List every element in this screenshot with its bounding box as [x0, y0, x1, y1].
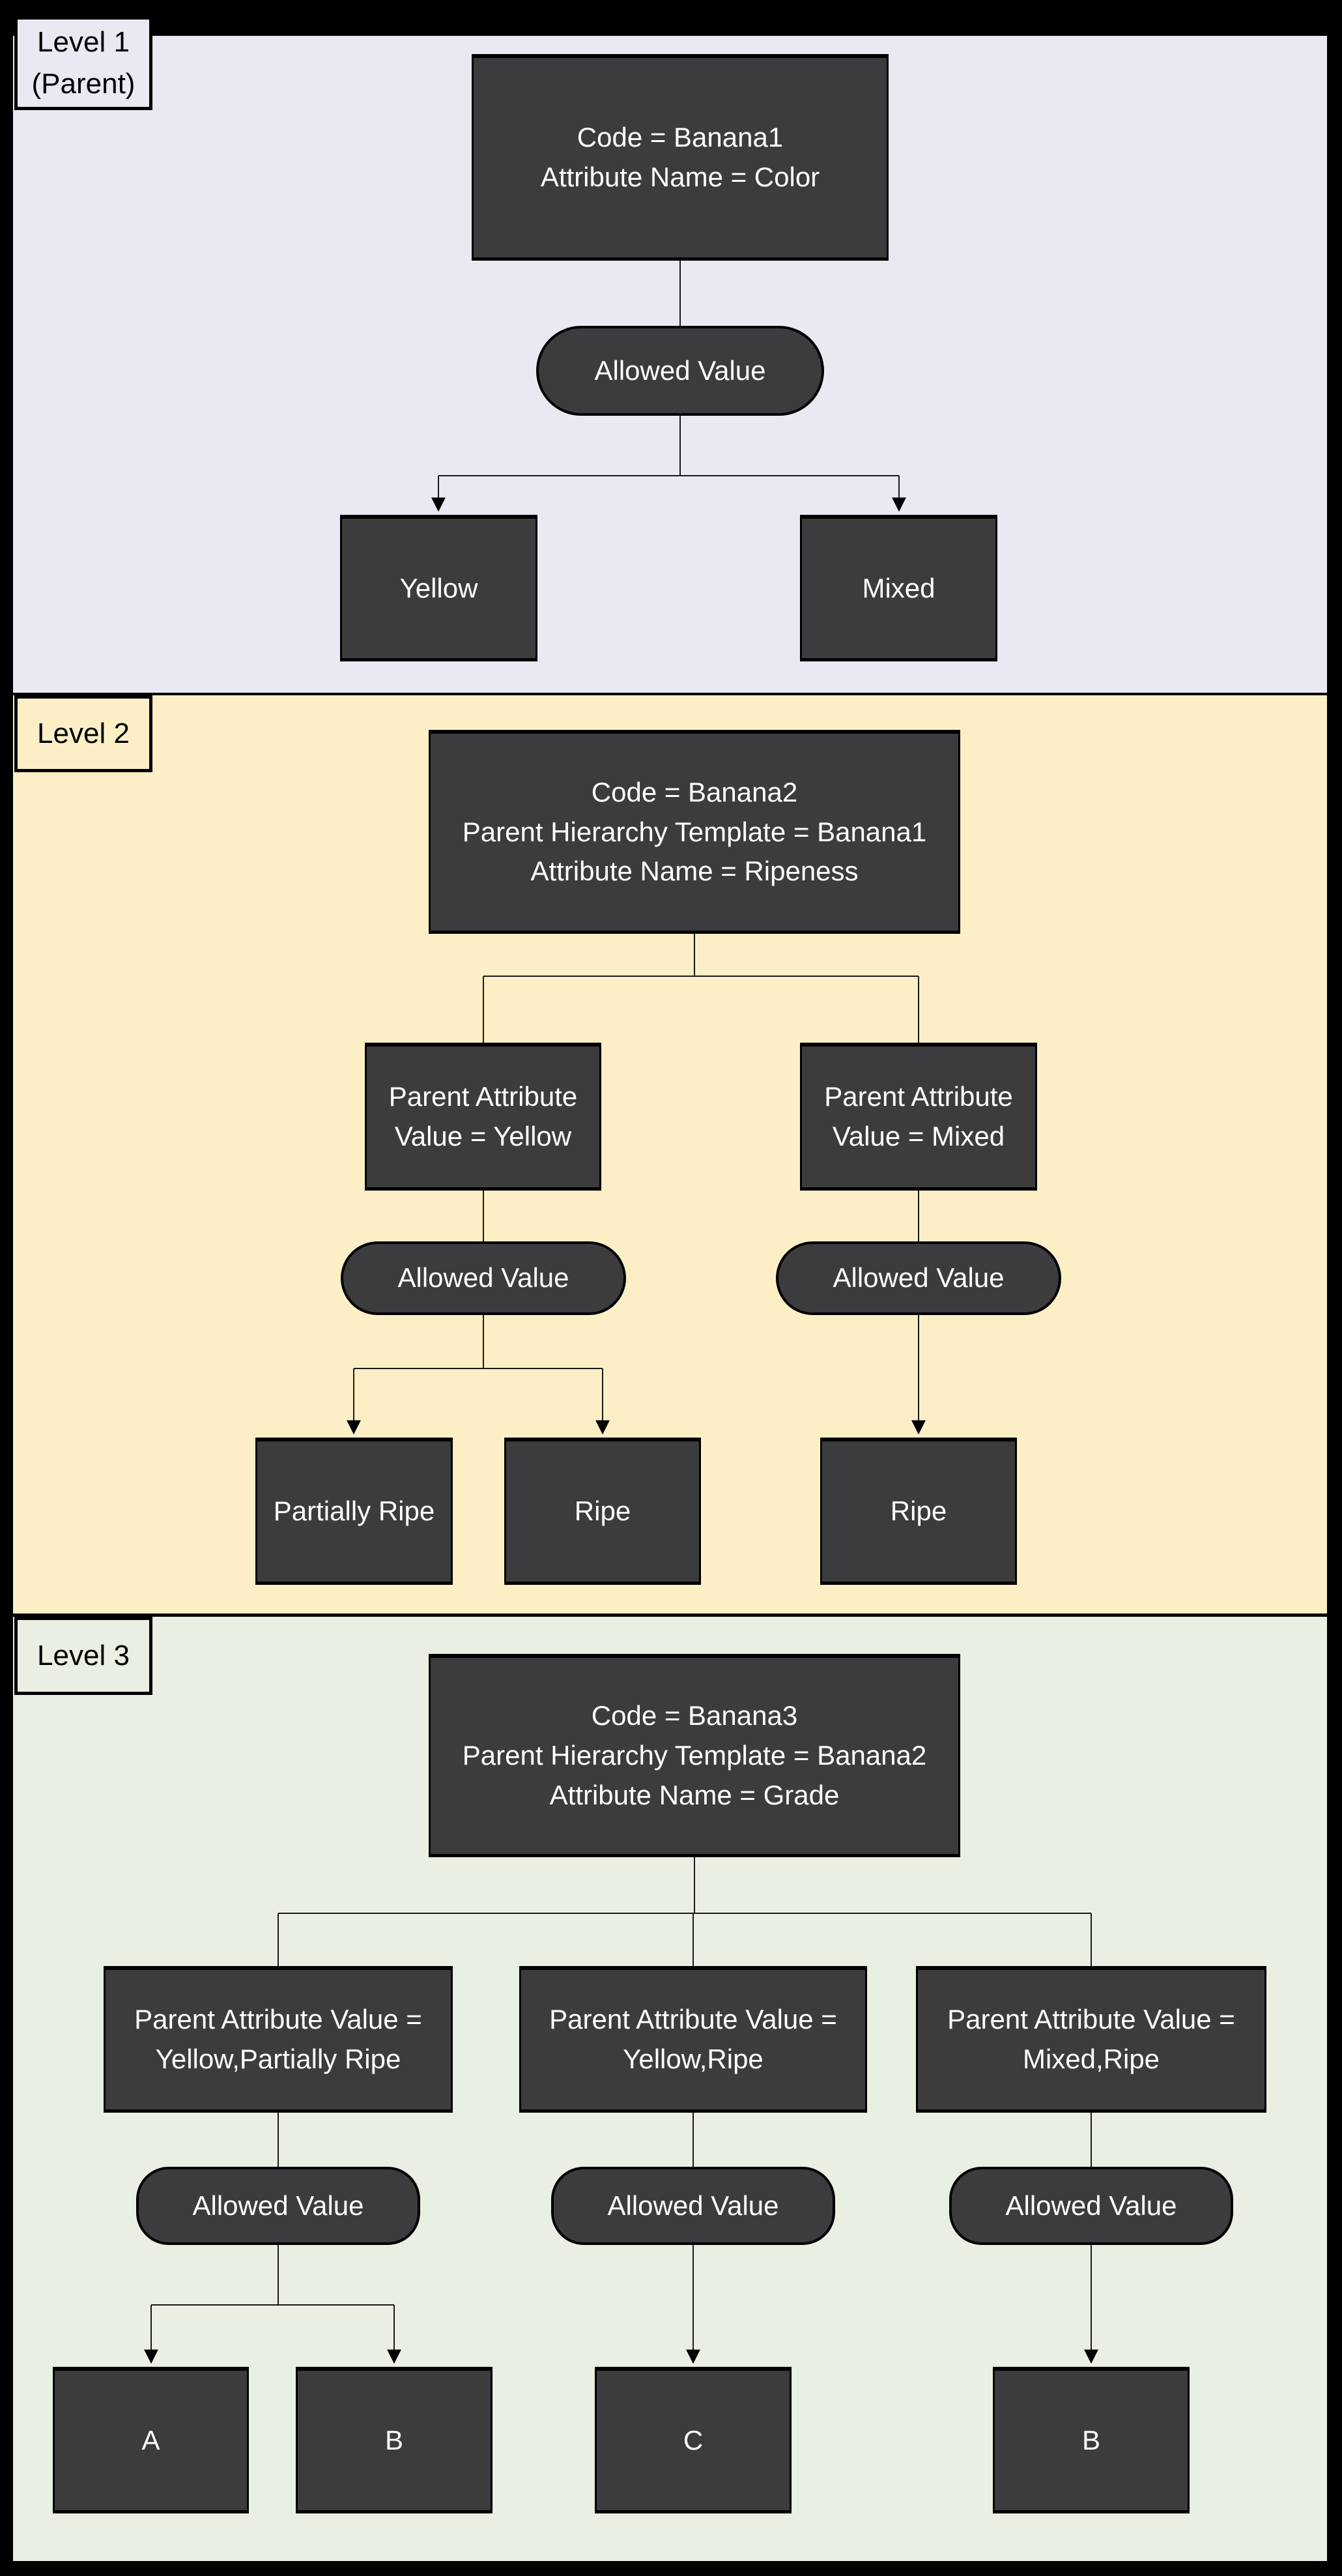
allowed-value-pill-l3-3: Allowed Value — [949, 2167, 1233, 2245]
node-l3-parent-yellow-ripe: Parent Attribute Value = Yellow,Ripe — [519, 1966, 867, 2113]
node-banana3: Code = Banana3 Parent Hierarchy Template… — [429, 1654, 960, 1857]
node-l2-leaf-ripe-mixed: Ripe — [820, 1438, 1017, 1585]
level-3-label: Level 3 — [14, 1617, 152, 1695]
node-l3-parent-yellow-partially-ripe: Parent Attribute Value = Yellow,Partiall… — [104, 1966, 453, 2113]
node-l3-parent-mixed-ripe: Parent Attribute Value = Mixed,Ripe — [916, 1966, 1266, 2113]
allowed-value-pill-l1: Allowed Value — [536, 326, 824, 416]
allowed-value-pill-l2-mixed: Allowed Value — [776, 1241, 1061, 1315]
node-l3-leaf-b1: B — [296, 2367, 493, 2513]
level-2-label: Level 2 — [14, 695, 152, 772]
allowed-value-pill-l2-yellow: Allowed Value — [341, 1241, 626, 1315]
node-l2-leaf-partially-ripe: Partially Ripe — [255, 1438, 453, 1585]
allowed-value-pill-l3-1: Allowed Value — [136, 2167, 420, 2245]
node-l1-leaf-yellow: Yellow — [340, 515, 537, 661]
node-l2-leaf-ripe-yellow: Ripe — [504, 1438, 701, 1585]
node-l3-leaf-a: A — [53, 2367, 249, 2513]
node-l1-leaf-mixed: Mixed — [800, 515, 997, 661]
allowed-value-pill-l3-2: Allowed Value — [551, 2167, 835, 2245]
level-1-label: Level 1 (Parent) — [14, 16, 152, 110]
node-l3-leaf-c: C — [595, 2367, 792, 2513]
node-banana2: Code = Banana2 Parent Hierarchy Template… — [429, 730, 960, 934]
node-banana1: Code = Banana1 Attribute Name = Color — [472, 54, 889, 261]
node-l2-parent-mixed: Parent Attribute Value = Mixed — [800, 1043, 1037, 1191]
node-l2-parent-yellow: Parent Attribute Value = Yellow — [365, 1043, 601, 1191]
node-l3-leaf-b2: B — [993, 2367, 1190, 2513]
